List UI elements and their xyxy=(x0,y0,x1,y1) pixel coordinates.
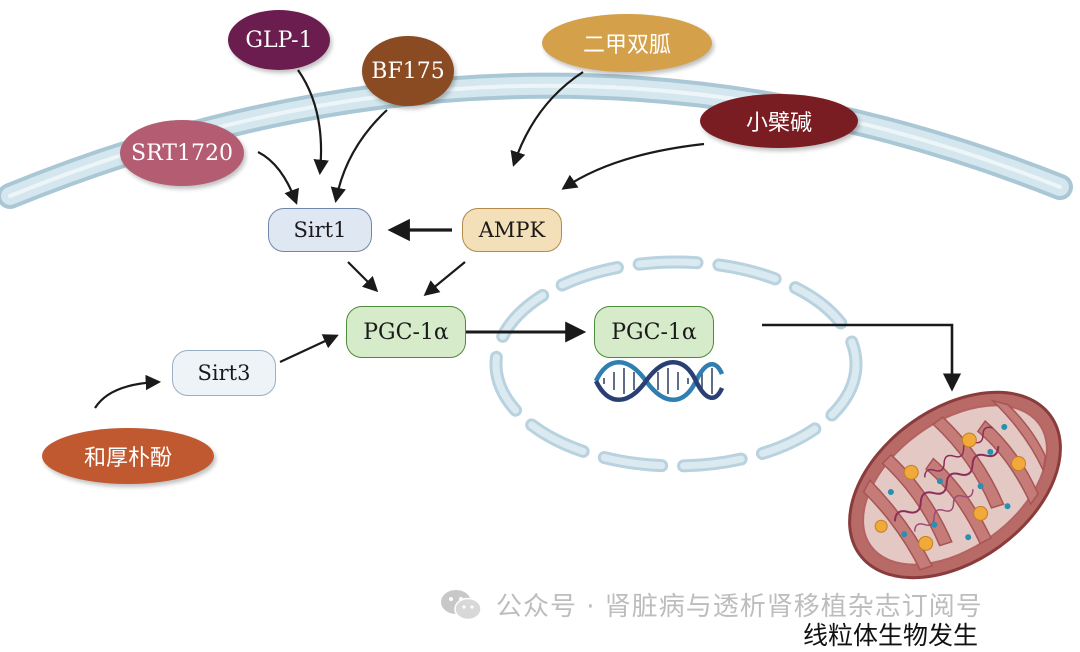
pgc1a-node: PGC-1α xyxy=(346,306,466,358)
arrow-glp1-to-sirt1 xyxy=(297,69,329,176)
arrow-srt1720-to-sirt1 xyxy=(257,151,299,205)
glp1-node: GLP-1 xyxy=(228,10,330,70)
pgc1a-nucleus-node: PGC-1α xyxy=(594,306,714,358)
nuclear-envelope xyxy=(489,255,863,473)
bf175-node: BF175 xyxy=(362,36,454,106)
arrow-metformin-to-ampk xyxy=(510,71,584,167)
berberine-node: 小檗碱 xyxy=(700,94,858,148)
arrow-berberine-to-ampk xyxy=(561,142,705,190)
mitochondrial-biogenesis-label: 线粒体生物发生 xyxy=(803,621,979,650)
honokiol-node: 和厚朴酚 xyxy=(42,428,214,484)
mitochondrion-icon xyxy=(848,390,1062,580)
arrow-honokiol-to-sirt3 xyxy=(94,374,162,409)
arrow-ampk-to-pgc1a xyxy=(423,261,466,296)
wechat-icon xyxy=(441,589,482,620)
arrow-sirt3-to-pgc1a xyxy=(279,334,339,363)
watermark: 公众号 · 肾脏病与透析肾移植杂志订阅号 xyxy=(440,586,983,623)
ampk-node: AMPK xyxy=(462,208,562,252)
arrow-sirt1-to-pgc1a xyxy=(347,261,379,293)
sirt3-node: Sirt3 xyxy=(172,350,276,396)
dna-helix-icon xyxy=(593,360,725,402)
watermark-text: 公众号 · 肾脏病与透析肾移植杂志订阅号 xyxy=(496,592,983,622)
metformin-node: 二甲双胍 xyxy=(542,14,712,72)
arrow-pgc1a-to-mitochondria xyxy=(762,323,962,392)
arrow-bf175-to-sirt1 xyxy=(330,109,388,204)
srt1720-node: SRT1720 xyxy=(120,120,244,186)
sirt1-node: Sirt1 xyxy=(268,208,372,252)
